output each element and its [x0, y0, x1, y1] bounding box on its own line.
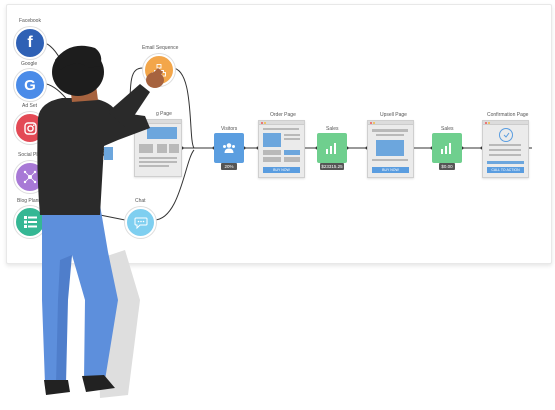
form-field — [284, 150, 300, 155]
sales-label: Sales — [326, 126, 339, 132]
google-icon: G — [24, 76, 36, 94]
content-block — [139, 144, 153, 153]
window-bar — [368, 121, 413, 125]
hero-block — [147, 127, 177, 139]
text-line — [372, 159, 408, 161]
text-line — [139, 157, 177, 159]
users-icon — [223, 143, 235, 153]
instagram-icon — [23, 121, 37, 135]
sales-node[interactable] — [317, 133, 347, 163]
video-block — [376, 140, 404, 156]
google-node[interactable]: G — [14, 69, 46, 101]
sales-node[interactable] — [432, 133, 462, 163]
source-label-google: Google — [21, 61, 38, 67]
form-field — [284, 157, 300, 162]
visitors-value: 20% — [221, 163, 237, 170]
chat-icon — [134, 217, 147, 229]
text-line — [376, 134, 404, 136]
order-page-label: Order Page — [270, 112, 296, 118]
sales-value: $23315.25 — [320, 163, 344, 170]
text-line — [263, 128, 299, 130]
list-icon — [23, 216, 37, 228]
partial-blue-block — [104, 147, 113, 160]
chat-node[interactable] — [125, 207, 156, 238]
window-bar — [483, 121, 528, 125]
order-page-node[interactable]: BUY NOW — [258, 120, 305, 178]
content-block — [169, 144, 179, 153]
chat-label: Chat — [135, 198, 146, 204]
sales-value: $0.00 — [439, 163, 455, 170]
source-label-ad-set: Ad Set — [22, 103, 38, 109]
text-line — [489, 154, 521, 156]
facebook-icon: f — [27, 34, 33, 51]
text-line — [139, 165, 169, 167]
confirmation-page-label: Confirmation Page — [487, 112, 529, 118]
form-field — [263, 150, 281, 155]
upsell-buy-button[interactable]: BUY NOW — [372, 167, 409, 173]
form-field — [263, 157, 281, 162]
text-line — [489, 149, 521, 151]
bar-chart-icon — [441, 143, 451, 154]
source-label-social: Social Pl — [18, 152, 38, 158]
source-label-facebook: Facebook — [19, 18, 41, 24]
bar-chart-icon — [326, 143, 336, 154]
content-block — [157, 144, 167, 153]
order-buy-button[interactable]: BUY NOW — [263, 167, 300, 173]
divider-bar — [487, 161, 524, 164]
email-sequence-label: Email Sequence — [142, 45, 179, 51]
text-line — [139, 161, 177, 163]
visitors-label: Visitors — [221, 126, 238, 132]
check-icon — [499, 128, 513, 142]
source-label-blog-planner: Blog Planner — [17, 198, 46, 204]
landing-page-label: g Page — [156, 111, 172, 117]
visitors-node[interactable] — [214, 133, 244, 163]
facebook-node[interactable]: f — [14, 27, 46, 59]
text-line — [284, 138, 300, 140]
landing-page-node[interactable] — [134, 119, 182, 177]
network-icon — [23, 170, 37, 184]
confirmation-page-node[interactable]: CALL TO ACTION — [482, 120, 529, 178]
upsell-page-node[interactable]: BUY NOW — [367, 120, 414, 178]
text-line — [284, 134, 300, 136]
text-line — [372, 129, 408, 132]
sales-label: Sales — [441, 126, 454, 132]
text-line — [489, 144, 521, 146]
product-image — [263, 133, 281, 147]
upsell-page-label: Upsell Page — [380, 112, 407, 118]
call-to-action-button[interactable]: CALL TO ACTION — [487, 167, 524, 173]
window-bar — [259, 121, 304, 125]
